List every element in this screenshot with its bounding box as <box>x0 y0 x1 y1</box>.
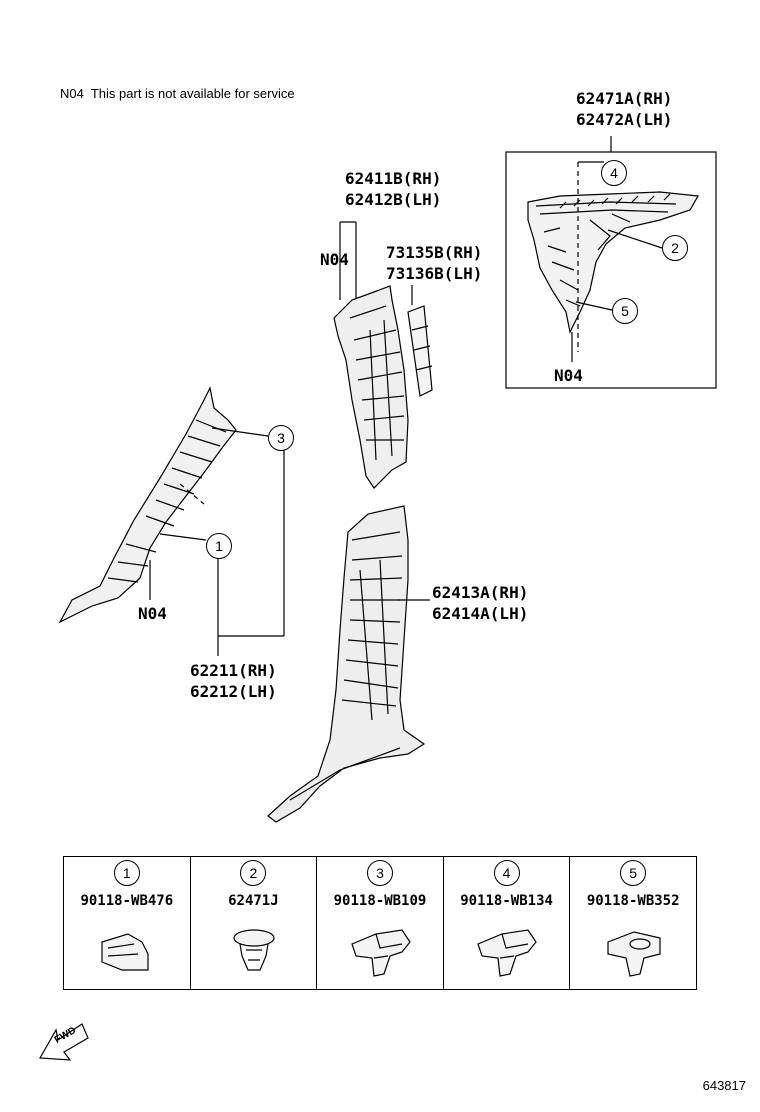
part-number-b-upper: 62411B(RH) 62412B(LH) <box>345 168 441 210</box>
n04-label-quarter: N04 <box>554 366 583 385</box>
a-pillar-trim <box>58 386 237 624</box>
n04-label-b-upper: N04 <box>320 250 349 269</box>
part-number-lh: 62472A(LH) <box>576 110 673 129</box>
legend-part-code: 90118-WB109 <box>333 893 427 909</box>
legend-number: 5 <box>620 860 647 886</box>
legend-part-code: 62471J <box>228 893 279 909</box>
leader-2 <box>607 229 663 249</box>
callout-5: 5 <box>612 298 638 324</box>
diagram-reference-number: 643817 <box>702 1078 746 1093</box>
legend-cell-5: 5 90118-WB352 <box>569 856 697 990</box>
callout-1: 1 <box>206 533 232 559</box>
leader-3 <box>211 427 269 437</box>
n04-label-a-pillar: N04 <box>138 604 167 623</box>
quarter-panel-box <box>505 151 717 389</box>
legend-cell-1: 1 90118-WB476 <box>63 856 191 990</box>
callout-4: 4 <box>601 160 627 186</box>
service-note: N04 This part is not available for servi… <box>60 86 295 101</box>
b-pillar-upper-trim <box>333 285 409 489</box>
legend-cell-4: 4 90118-WB134 <box>442 856 571 990</box>
legend-cell-3: 3 90118-WB109 <box>316 856 444 990</box>
part-number-lh: 62412B(LH) <box>345 190 442 209</box>
part-number-rh: 62413A(RH) <box>432 583 529 602</box>
fwd-arrow-icon <box>39 1023 89 1061</box>
legend-part-code: 90118-WB476 <box>80 893 174 909</box>
legend-number: 3 <box>366 860 393 886</box>
part-number-lh: 62414A(LH) <box>432 604 529 623</box>
legend-number: 1 <box>113 860 140 886</box>
callout-3: 3 <box>268 425 294 451</box>
part-number-a-pillar: 62211(RH) 62212(LH) <box>190 660 277 702</box>
leader-5 <box>575 301 613 311</box>
part-number-rh: 62471A(RH) <box>576 89 673 108</box>
b-pillar-lower-trim <box>267 505 426 823</box>
note-text: This part is not available for service <box>90 86 295 101</box>
legend-number: 2 <box>240 860 267 886</box>
legend-number: 4 <box>493 860 520 886</box>
note-code: N04 <box>60 86 84 101</box>
part-number-b-strip: 73135B(RH) 73136B(LH) <box>386 242 482 284</box>
part-number-rh: 73135B(RH) <box>386 243 483 262</box>
legend-part-code: 90118-WB352 <box>586 893 680 909</box>
part-number-lh: 73136B(LH) <box>386 264 483 283</box>
fastener-legend-table: 1 90118-WB476 2 62471J 3 90118-WB109 4 9… <box>63 856 697 990</box>
callout-2: 2 <box>662 235 688 261</box>
part-number-quarter-upper: 62471A(RH) 62472A(LH) <box>576 88 672 130</box>
legend-part-code: 90118-WB134 <box>460 893 553 909</box>
leader-1 <box>159 533 207 541</box>
b-pillar-strip <box>407 305 433 397</box>
part-number-b-lower: 62413A(RH) 62414A(LH) <box>432 582 528 624</box>
part-number-rh: 62411B(RH) <box>345 169 442 188</box>
part-number-rh: 62211(RH) <box>190 661 277 680</box>
quarter-trim-upper <box>527 191 699 334</box>
part-number-lh: 62212(LH) <box>190 682 277 701</box>
legend-cell-2: 2 62471J <box>189 856 318 990</box>
